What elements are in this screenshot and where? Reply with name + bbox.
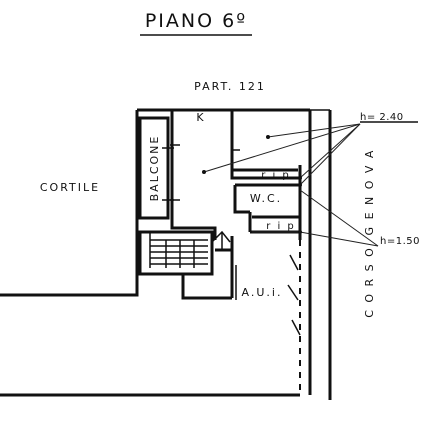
part-label: PART. 121 xyxy=(194,80,266,93)
kitchen-label: K xyxy=(196,111,205,124)
height-lower-label: h=1.50 xyxy=(380,236,420,247)
height-upper-label: h= 2.40 xyxy=(360,112,404,123)
storage-top-label: r i p xyxy=(261,170,291,181)
wc-label: W.C. xyxy=(250,192,282,205)
interior-walls xyxy=(170,110,302,252)
staircase xyxy=(138,230,231,276)
balcony-label: BALCONE xyxy=(148,135,161,202)
lower-wing xyxy=(181,240,301,395)
leader-dots xyxy=(202,135,302,234)
aui-label: A.U.i. xyxy=(242,286,283,299)
street-label-upper: G E N O V A xyxy=(363,149,376,236)
building-outline xyxy=(0,108,332,400)
courtyard-label: CORTILE xyxy=(40,181,100,194)
street-label-lower: C O R S O xyxy=(363,246,376,318)
height-leader-lines xyxy=(203,123,379,247)
storage-bottom-label: r i p xyxy=(266,221,296,232)
balcony xyxy=(138,116,174,220)
plan-title: PIANO 6º xyxy=(145,10,247,32)
